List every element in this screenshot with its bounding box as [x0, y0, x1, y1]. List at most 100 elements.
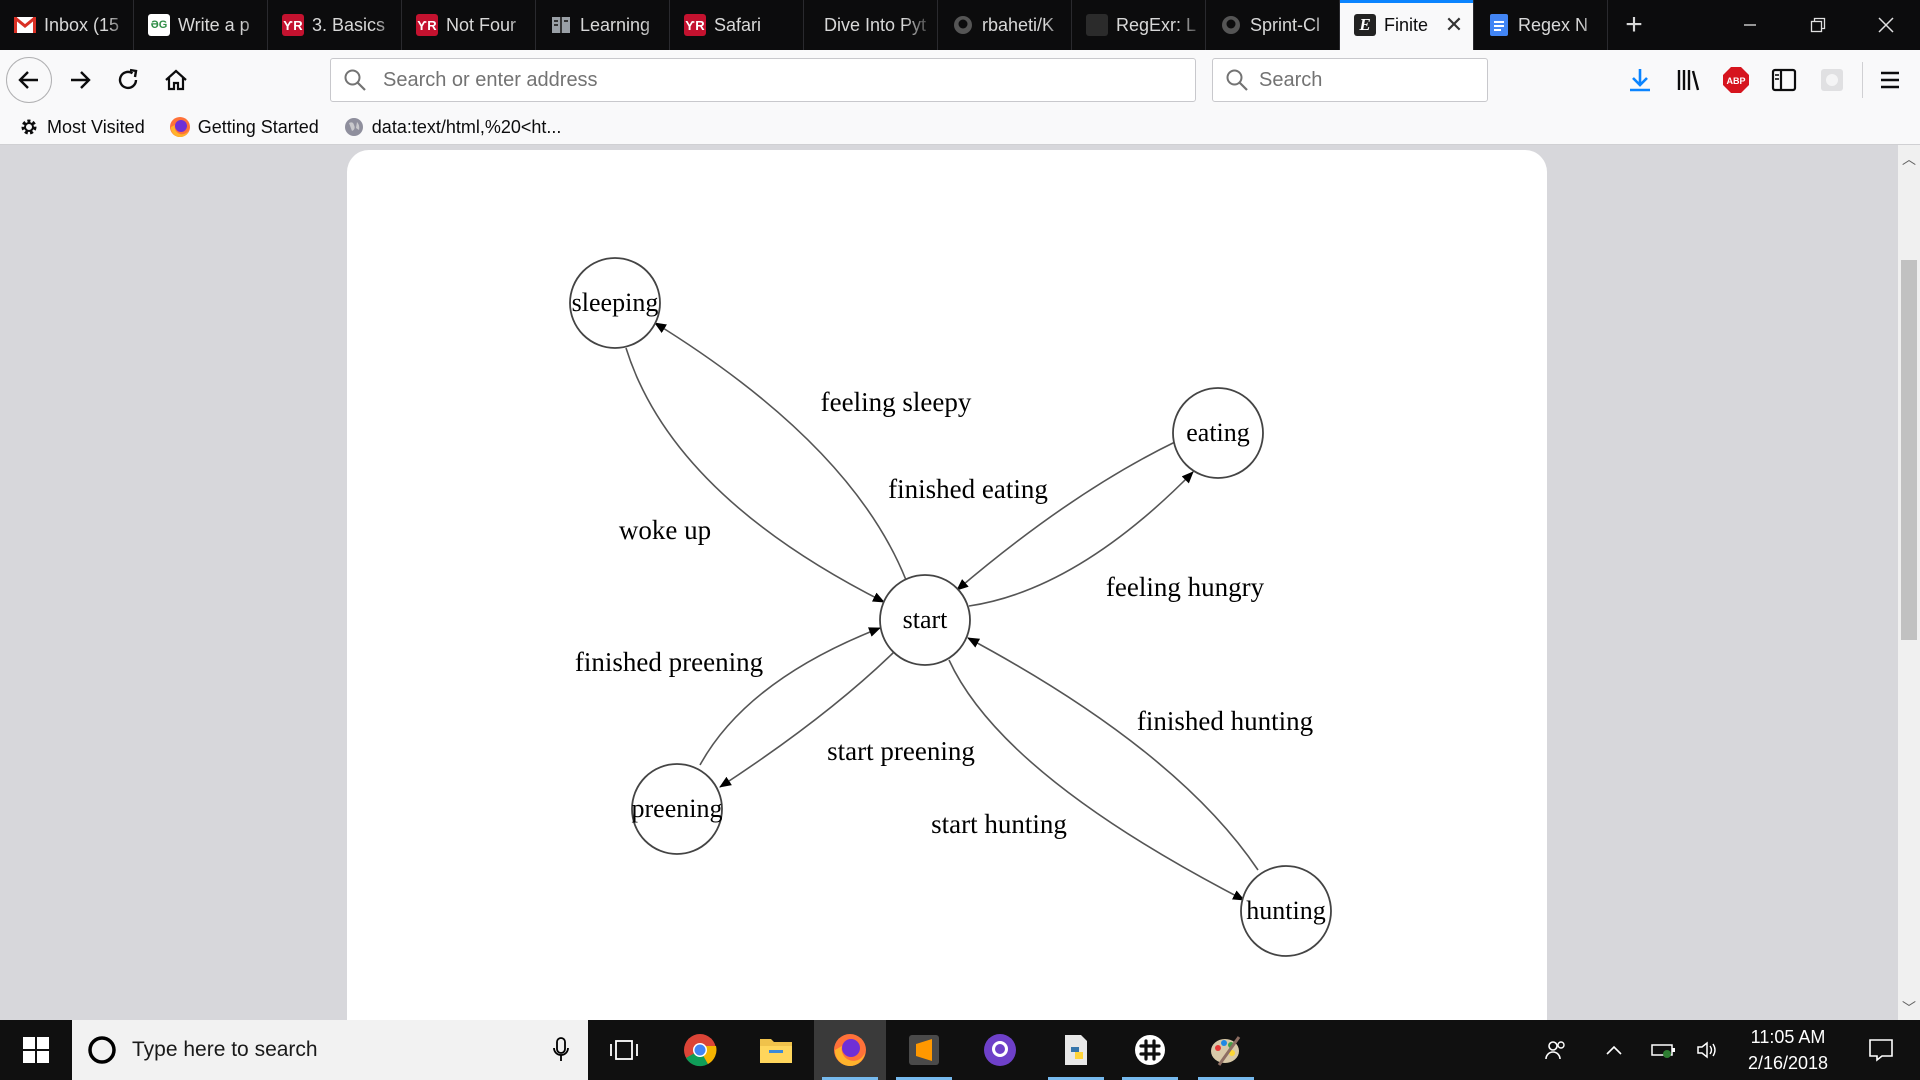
safari-books-icon: ƳR: [416, 14, 438, 36]
minimize-icon[interactable]: [1716, 0, 1784, 50]
taskbar-github-desktop[interactable]: [964, 1020, 1036, 1080]
search-icon: [343, 68, 373, 92]
close-window-icon[interactable]: [1852, 0, 1920, 50]
tab-strip: Inbox (15 ƏG Write a p ƳR 3. Basics ƳR N…: [0, 0, 1920, 50]
bookmark-most-visited[interactable]: Most Visited: [18, 116, 145, 138]
clock-date: 2/16/2018: [1747, 1053, 1829, 1073]
bookmark-label: Getting Started: [197, 116, 319, 137]
taskbar-paint[interactable]: [1190, 1020, 1262, 1080]
address-bar[interactable]: [330, 58, 1196, 102]
tab-write[interactable]: ƏG Write a p: [134, 0, 268, 50]
menu-button[interactable]: [1874, 64, 1906, 96]
sidebar-icon: [1771, 68, 1797, 92]
paint-palette-icon: [1211, 1036, 1241, 1066]
docs-icon: [1488, 14, 1510, 36]
battery-icon[interactable]: [1644, 1020, 1684, 1080]
windows-taskbar: Type here to search 11:05 AM: [0, 1020, 1920, 1080]
node-preening: preening: [631, 763, 723, 855]
taskbar-file-explorer[interactable]: [740, 1020, 812, 1080]
edge-finished-preening: [699, 627, 881, 766]
geeksforgeeks-icon: ƏG: [148, 14, 170, 36]
taskbar-chrome[interactable]: [664, 1020, 736, 1080]
scrollbar-thumb[interactable]: [1901, 260, 1917, 640]
chrome-icon: [684, 1034, 717, 1067]
tab-finite[interactable]: E Finite ✕: [1340, 0, 1474, 50]
home-button[interactable]: [160, 64, 192, 96]
tab-sprint[interactable]: Sprint-Cl: [1206, 0, 1340, 50]
show-hidden-icons-chevron-up-icon[interactable]: [1594, 1020, 1634, 1080]
search-input[interactable]: [1257, 67, 1526, 93]
task-view-button[interactable]: [588, 1020, 660, 1080]
microphone-icon[interactable]: [552, 1037, 570, 1063]
scroll-up-icon[interactable]: ︿: [1902, 151, 1916, 167]
scroll-down-icon[interactable]: ﹀: [1902, 1000, 1916, 1016]
library-button[interactable]: [1672, 64, 1704, 96]
svg-text:hunting: hunting: [1246, 896, 1325, 925]
e-icon: E: [1354, 14, 1376, 36]
tab-dive-into-python[interactable]: Dive Into Pyt: [804, 0, 938, 50]
extension-button[interactable]: [1816, 64, 1848, 96]
reload-button[interactable]: [112, 64, 144, 96]
tab-label: Inbox (15: [44, 14, 120, 35]
tab-learning[interactable]: Learning: [536, 0, 670, 50]
start-button[interactable]: [0, 1020, 72, 1080]
tab-not-found[interactable]: ƳR Not Four: [402, 0, 536, 50]
taskbar-python[interactable]: [1040, 1020, 1112, 1080]
download-icon: [1630, 69, 1650, 92]
slack-icon: [1135, 1035, 1165, 1065]
taskbar-firefox[interactable]: [814, 1020, 886, 1080]
windows-logo-icon: [23, 1037, 49, 1063]
tab-regexr[interactable]: RegExr: L: [1072, 0, 1206, 50]
bookmark-data-url[interactable]: data:text/html,%20<ht...: [343, 116, 562, 138]
edge-start-preening: [719, 651, 895, 788]
toolbar-divider: [1862, 62, 1863, 98]
adblock-icon: ABP: [1723, 67, 1749, 93]
taskbar-search-placeholder: Type here to search: [132, 1038, 318, 1061]
book-icon: [550, 14, 572, 36]
tab-label: 3. Basics: [312, 14, 386, 35]
tab-basics[interactable]: ƳR 3. Basics: [268, 0, 402, 50]
node-hunting: hunting: [1240, 865, 1332, 957]
tab-label: Sprint-Cl: [1250, 14, 1321, 35]
address-input[interactable]: [381, 67, 1195, 93]
close-tab-icon[interactable]: ✕: [1444, 12, 1464, 37]
edge-label-finished-hunting: finished hunting: [1137, 706, 1313, 736]
downloads-button[interactable]: [1624, 64, 1656, 96]
edge-finished-eating: [956, 441, 1176, 591]
system-clock[interactable]: 11:05 AM 2/16/2018: [1720, 1020, 1856, 1080]
people-icon[interactable]: [1534, 1020, 1578, 1080]
restore-icon[interactable]: [1784, 0, 1852, 50]
tab-label: Safari: [714, 14, 762, 35]
hamburger-menu-icon: [1881, 71, 1899, 89]
search-bar[interactable]: [1212, 58, 1526, 102]
firefox-icon: [834, 1034, 866, 1067]
volume-icon[interactable]: [1690, 1020, 1726, 1080]
vertical-scrollbar[interactable]: ︿ ﹀: [1898, 145, 1920, 1020]
taskbar-sublime-text[interactable]: [888, 1020, 960, 1080]
edge-label-start-preening: start preening: [827, 736, 975, 766]
bookmark-label: data:text/html,%20<ht...: [371, 116, 562, 137]
new-tab-button[interactable]: +: [1625, 8, 1643, 41]
forward-button[interactable]: [64, 64, 96, 96]
tab-safari[interactable]: ƳR Safari: [670, 0, 804, 50]
bookmark-getting-started[interactable]: Getting Started: [169, 116, 319, 138]
adblock-button[interactable]: ABP: [1720, 64, 1752, 96]
page-viewport: sleeping eating start preening hunting f…: [0, 145, 1898, 1020]
back-arrow-icon: [18, 71, 38, 89]
edge-feeling-hungry: [968, 471, 1194, 607]
globe-icon: [343, 116, 365, 138]
search-icon: [1225, 68, 1249, 92]
notification-center-icon[interactable]: [1856, 1020, 1906, 1080]
taskbar-slack[interactable]: [1114, 1020, 1186, 1080]
tab-label: Finite: [1384, 14, 1429, 35]
tab-rbaheti[interactable]: rbaheti/K: [938, 0, 1072, 50]
home-icon: [165, 69, 187, 91]
edge-feeling-sleepy: [654, 322, 907, 581]
tab-inbox[interactable]: Inbox (15: [0, 0, 134, 50]
tab-regex-notes[interactable]: Regex N: [1474, 0, 1608, 50]
state-machine-diagram: sleeping eating start preening hunting f…: [569, 257, 1332, 957]
edge-label-woke-up: woke up: [619, 515, 711, 545]
taskbar-search-box[interactable]: Type here to search: [72, 1020, 588, 1080]
back-button[interactable]: [6, 57, 52, 103]
sidebar-toggle-button[interactable]: [1768, 64, 1800, 96]
